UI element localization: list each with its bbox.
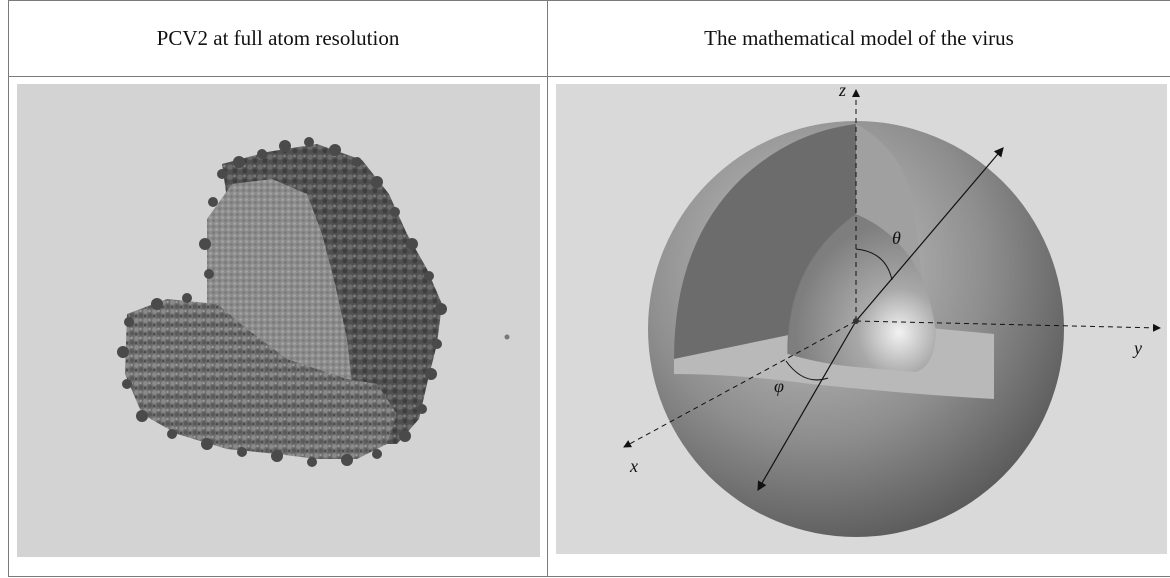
diameter-arrow-upper [855,147,1004,322]
phi-label: φ [774,376,784,396]
z-axis-label: z [838,84,846,100]
pcv2-atom-image [17,84,540,557]
inner-sphere-octant [787,214,936,372]
header-divider [8,76,1170,77]
x-axis-label: x [629,456,638,476]
y-axis [855,320,1161,332]
table-bottom-border [8,576,1170,577]
right-column-header: The mathematical model of the virus [704,25,1014,50]
inner-sphere-edge [787,213,857,355]
left-column-header: PCV2 at full atom resolution [156,25,400,50]
stray-atom [504,334,510,340]
pcv2-render-panel [17,84,540,557]
sphere-model-panel: z y x θ φ [556,80,1167,554]
capsid-rough-edges [117,137,447,467]
diameter-arrow-lower [757,320,857,492]
x-axis [623,320,857,448]
y-axis-label: y [1132,338,1142,358]
table-top-border [8,0,1170,1]
capsid-front-block [125,299,397,459]
phi-arc [785,360,829,381]
sphere-model-diagram: z y x θ φ [556,80,1167,554]
column-divider [547,0,548,577]
table-left-border [8,0,9,577]
origin-point [853,318,859,324]
theta-label: θ [892,228,901,248]
theta-arc [855,248,893,281]
